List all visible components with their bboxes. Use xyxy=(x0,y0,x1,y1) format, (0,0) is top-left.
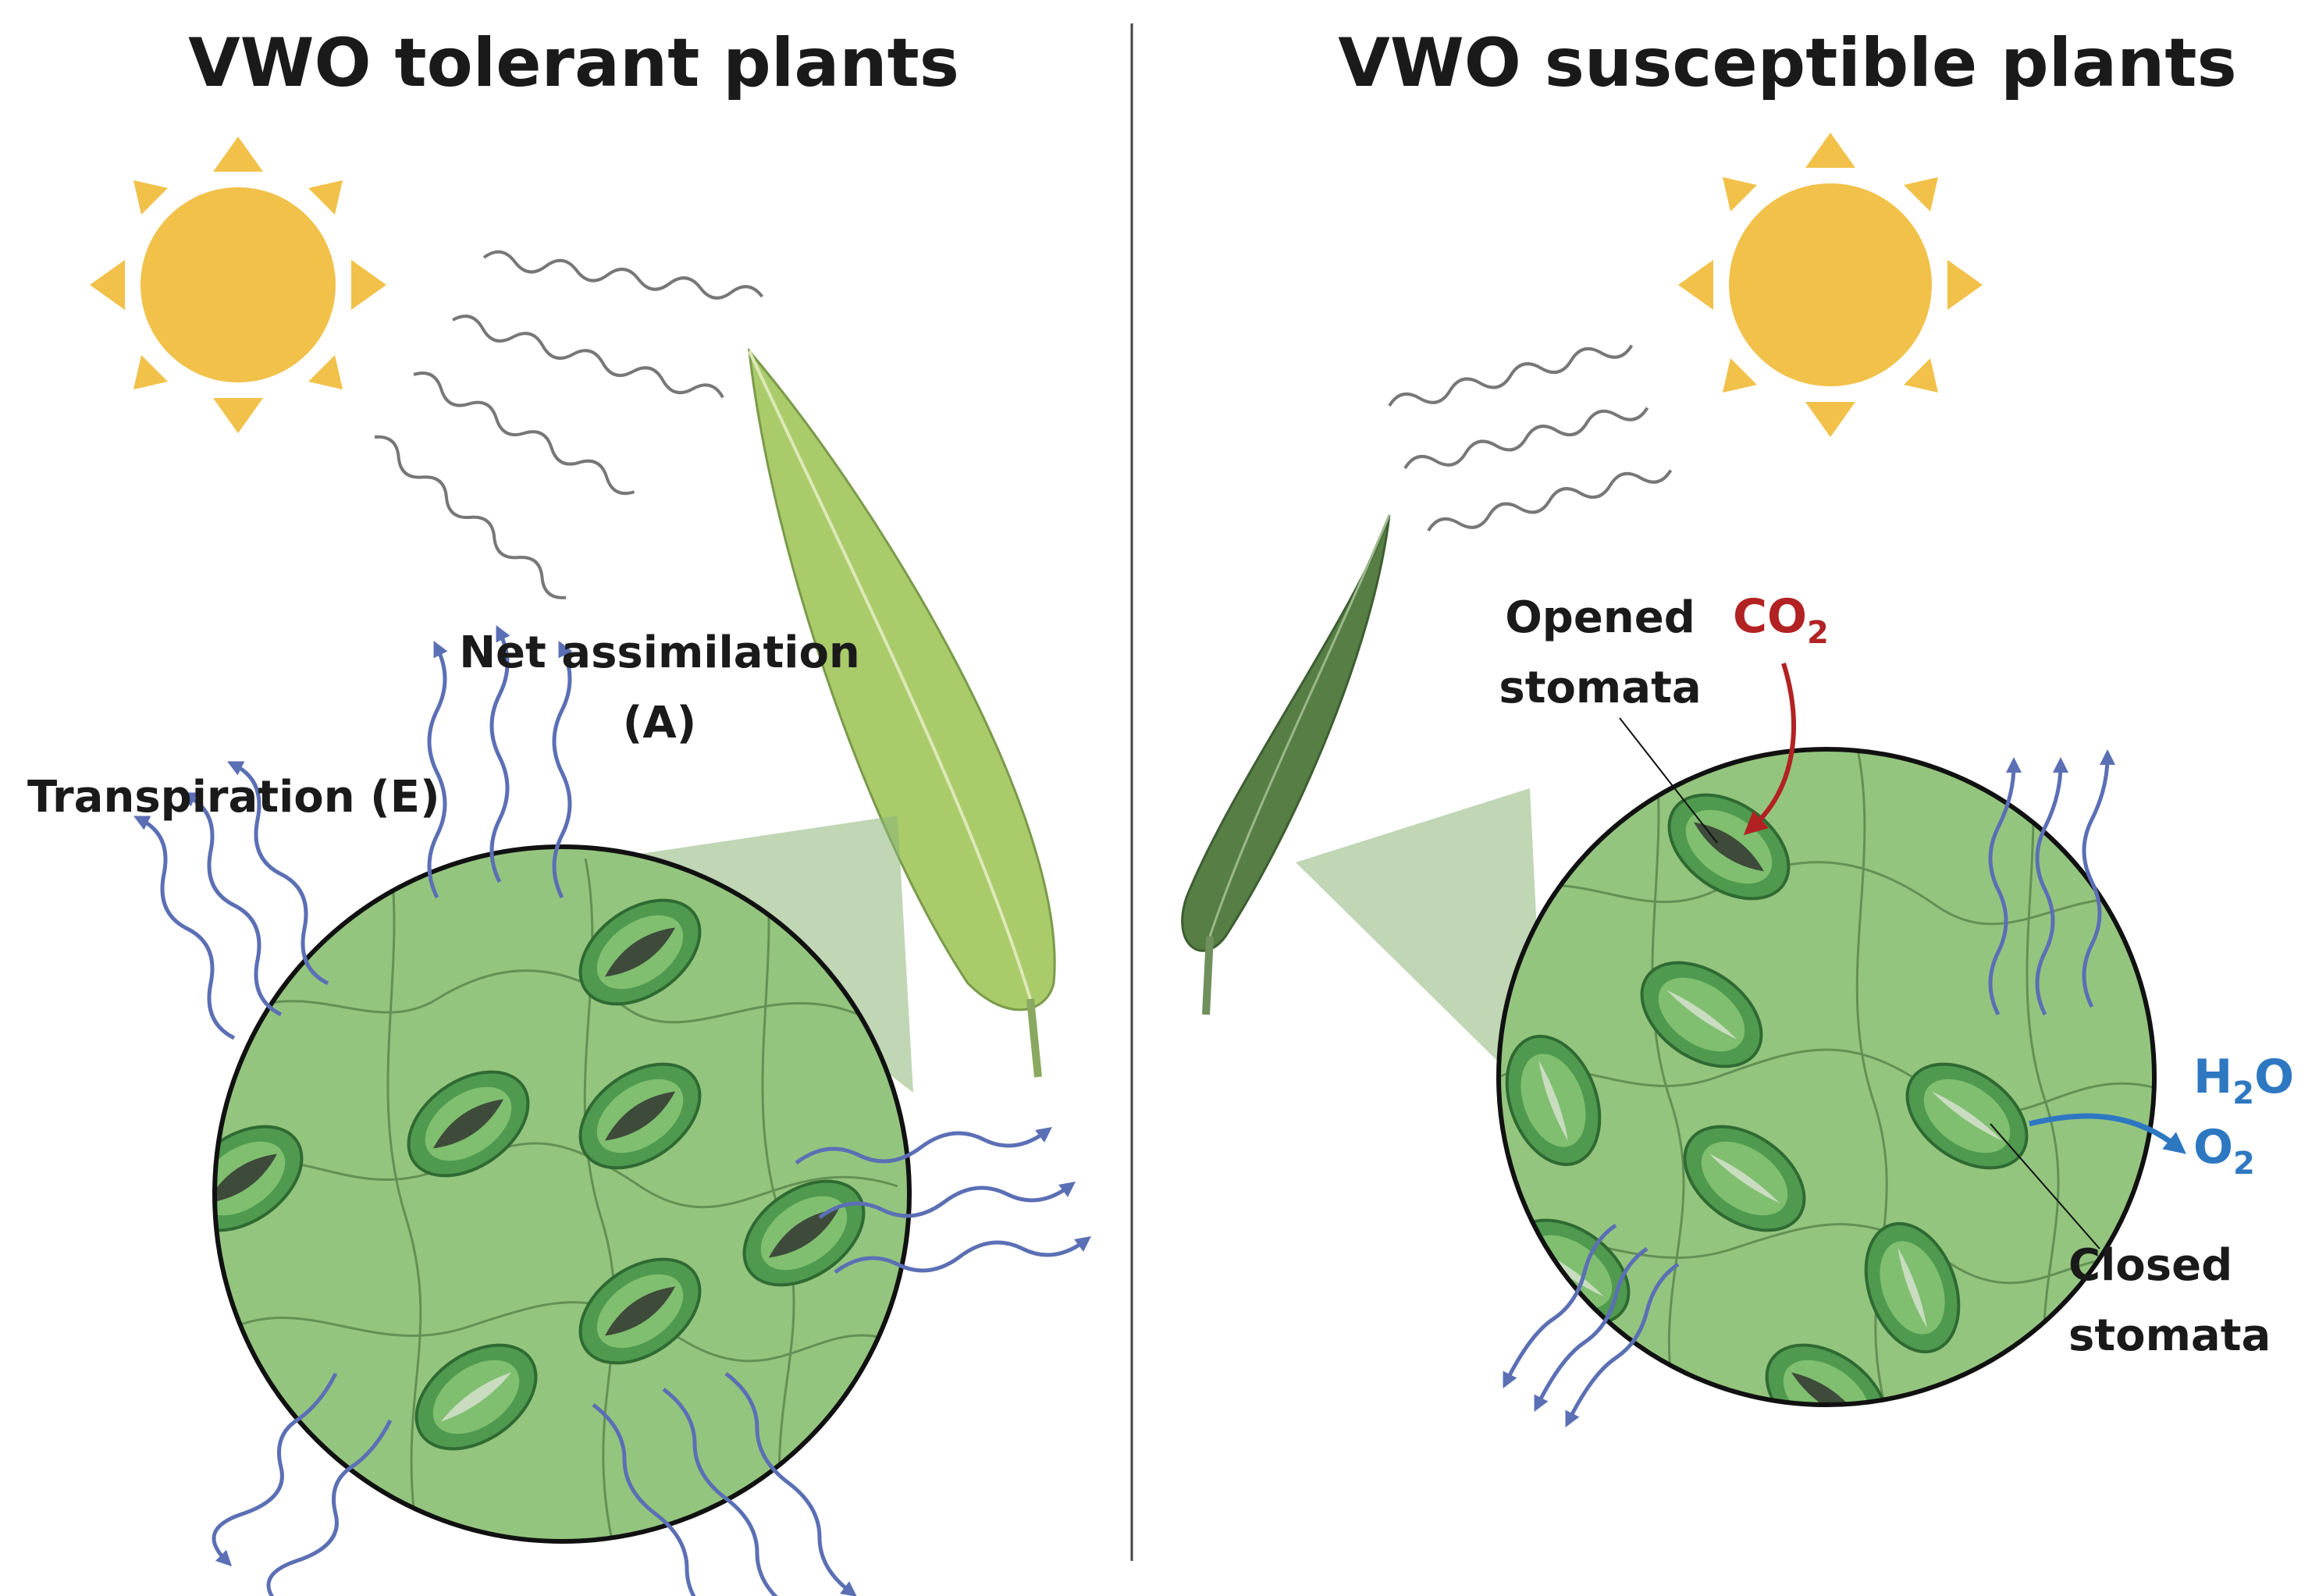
leaf-icon xyxy=(747,347,1056,1078)
stoma-icon xyxy=(1765,1343,1888,1405)
heat-wave-icon xyxy=(1388,344,1673,532)
label-h2o: H2O xyxy=(2193,1050,2294,1111)
stoma-icon xyxy=(578,1257,702,1365)
label-co2: CO2 xyxy=(1733,589,1829,651)
right-panel: VWO susceptible plants xyxy=(1181,24,2294,1427)
zoom-wedge xyxy=(1296,788,1545,1108)
leaf-tissue-circle xyxy=(212,844,912,1544)
stoma-icon xyxy=(578,898,702,1006)
left-title: VWO tolerant plants xyxy=(188,24,959,102)
label-o2: O2 xyxy=(2193,1120,2255,1182)
sun-icon xyxy=(90,137,386,433)
label-closed-stomata: Closed xyxy=(2068,1240,2232,1291)
label-closed-stomata-2: stomata xyxy=(2068,1310,2271,1361)
heat-wave-icon xyxy=(374,250,764,599)
stoma-icon xyxy=(1505,1034,1602,1167)
pointer-line xyxy=(1619,717,1718,844)
arrow-icon xyxy=(1743,663,1796,836)
stoma-icon xyxy=(407,1070,530,1178)
leaf-tissue-circle xyxy=(1496,747,2157,1407)
stoma-icon xyxy=(1683,1125,1806,1232)
label-net-assimilation: Net assimilation xyxy=(459,627,860,678)
leaf-icon xyxy=(1181,514,1391,1015)
label-transpiration: Transpiration (E) xyxy=(27,772,440,823)
pointer-line xyxy=(1990,1123,2100,1249)
stoma-icon xyxy=(215,1125,304,1232)
arrow-icon xyxy=(133,625,1092,1596)
arrow-icon xyxy=(2029,1113,2186,1154)
stoma-icon xyxy=(1864,1221,1961,1354)
arrow-icon xyxy=(1503,749,2115,1427)
label-opened-stomata: Opened xyxy=(1505,592,1695,643)
stoma-icon xyxy=(1905,1062,2029,1170)
stoma-icon xyxy=(414,1343,538,1451)
right-title: VWO susceptible plants xyxy=(1338,24,2236,102)
left-panel: VWO tolerant plants xyxy=(27,24,1092,1596)
stoma-icon xyxy=(1640,961,1763,1068)
label-net-assimilation-symbol: (A) xyxy=(623,698,697,748)
sun-icon xyxy=(1678,133,1983,437)
stoma-icon xyxy=(578,1062,702,1170)
label-opened-stomata-2: stomata xyxy=(1499,663,1701,713)
